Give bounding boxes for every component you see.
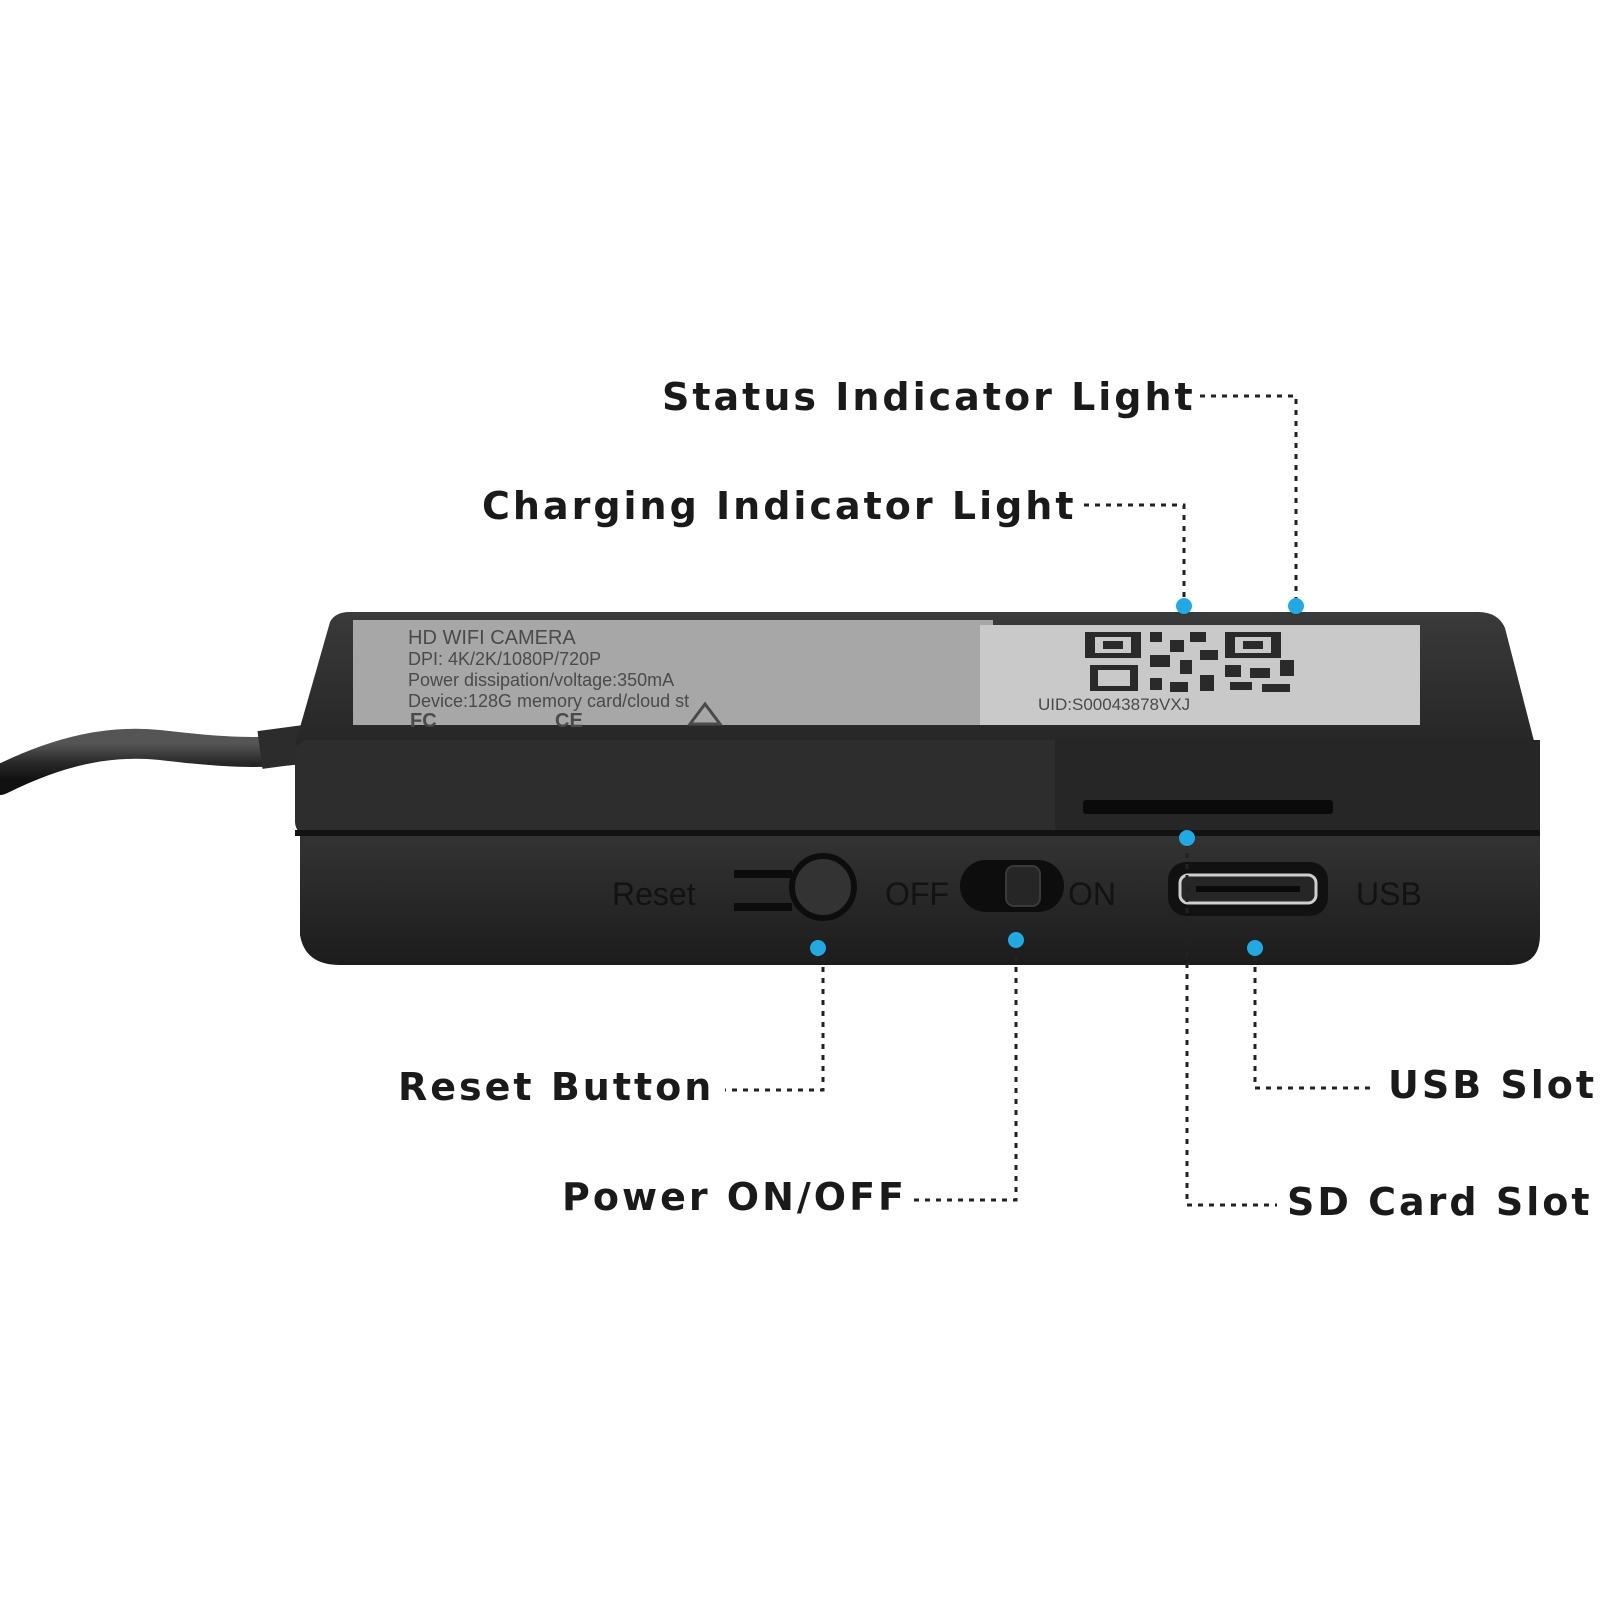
sd-leader bbox=[1185, 842, 1277, 1207]
status-indicator-light-label: Status Indicator Light bbox=[662, 375, 1196, 419]
power-on-off-label: Power ON/OFF bbox=[562, 1175, 908, 1219]
usb-marker bbox=[1247, 940, 1263, 956]
usb-port-label: USB bbox=[1356, 876, 1422, 912]
charging-indicator-light-label: Charging Indicator Light bbox=[482, 484, 1077, 528]
reset-marker bbox=[810, 940, 826, 956]
reset-leader bbox=[725, 945, 825, 1092]
sticker-line-1: HD WIFI CAMERA bbox=[408, 627, 576, 649]
sd-marker bbox=[1179, 830, 1195, 846]
power-marker bbox=[1008, 932, 1024, 948]
sticker-line-4: Device:128G memory card/cloud st bbox=[408, 691, 689, 711]
sd-card-slot-label: SD Card Slot bbox=[1287, 1180, 1593, 1224]
sticker-line-2: DPI: 4K/2K/1080P/720P bbox=[408, 649, 601, 669]
spec-sticker bbox=[353, 620, 993, 725]
sd-card-slot[interactable] bbox=[1083, 800, 1333, 814]
reset-button[interactable] bbox=[789, 853, 857, 921]
off-label: OFF bbox=[885, 876, 949, 912]
leader-lines bbox=[725, 394, 1370, 1207]
reset-button-label: Reset Button bbox=[398, 1065, 715, 1109]
power-switch-knob[interactable] bbox=[1005, 865, 1041, 907]
recycle-icon bbox=[687, 701, 723, 726]
qr-code bbox=[1085, 632, 1294, 692]
sticker-line-3: Power dissipation/voltage:350mA bbox=[408, 670, 674, 690]
charging-marker bbox=[1176, 598, 1192, 614]
status-marker bbox=[1288, 598, 1304, 614]
power-leader bbox=[914, 945, 1018, 1202]
usb-slot-label: USB Slot bbox=[1388, 1063, 1598, 1107]
usb-leader bbox=[1253, 945, 1370, 1090]
ce-mark: CE bbox=[555, 710, 583, 732]
reset-port-label: Reset bbox=[612, 876, 696, 912]
marker-dots bbox=[810, 598, 1304, 956]
fcc-mark: FC bbox=[410, 710, 437, 732]
uid-text: UID:S00043878VXJ bbox=[1038, 695, 1190, 714]
on-label: ON bbox=[1068, 876, 1116, 912]
status-leader bbox=[1200, 394, 1298, 606]
sd-slot-cover bbox=[1055, 740, 1540, 836]
charging-leader bbox=[1084, 503, 1186, 606]
